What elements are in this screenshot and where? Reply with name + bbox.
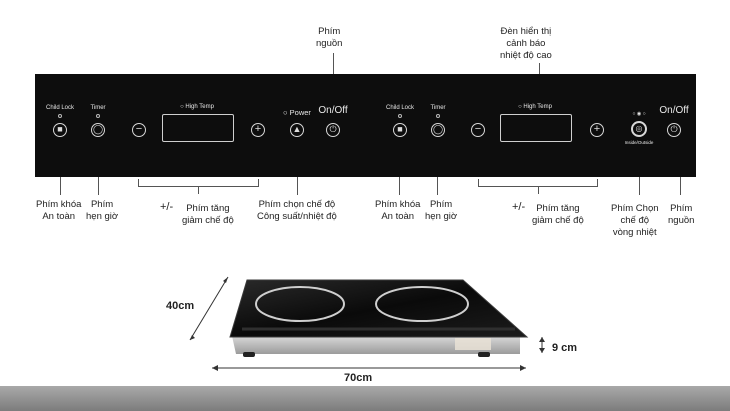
leader-line (60, 177, 61, 195)
high-temp-label: ○ High Temp (513, 104, 557, 110)
power-key-callout: Phím nguồn (668, 203, 695, 226)
child-lock-callout: Phím khóa An toàn (36, 199, 82, 222)
cooktop-illustration (189, 276, 545, 371)
bottom-band (0, 386, 730, 411)
arrow-head (539, 348, 545, 353)
timer-callout: Phím hẹn giờ (425, 199, 458, 222)
child-lock-led (58, 114, 62, 118)
ring-icon: ◎ (635, 124, 643, 133)
onoff-button[interactable]: ⏻ (667, 123, 681, 137)
steel-base (232, 336, 520, 354)
leader-line (538, 186, 539, 194)
zone-select-callout: Phím Chọn chế độ vòng nhiệt (611, 203, 659, 238)
lock-icon: ■ (397, 124, 403, 134)
bracket (597, 179, 598, 187)
foot (243, 352, 255, 357)
leader-line (680, 177, 681, 195)
depth-label: 40cm (166, 300, 195, 312)
control-panel: Child Lock ■ Timer ◯ − ○ High Temp + ○ P… (35, 74, 696, 177)
power-mode-led: ○ (283, 108, 290, 117)
plus-icon: + (254, 123, 262, 135)
leader-line (297, 177, 298, 195)
arrow-head (520, 365, 526, 371)
power-mode-button[interactable]: ▲ (290, 123, 304, 137)
burner-ring-right (375, 286, 469, 322)
leader-line (399, 177, 400, 195)
power-mode-label: ○ Power (279, 108, 315, 117)
high-temp-text: High Temp (185, 104, 214, 110)
onoff-button[interactable]: ⏻ (326, 123, 340, 137)
bracket (138, 179, 139, 187)
bracket (478, 179, 479, 187)
timer-callout: Phím hẹn giờ (86, 199, 119, 222)
flame-icon: ▲ (292, 124, 302, 134)
timer-button[interactable]: ◯ (431, 123, 445, 137)
plus-icon: + (593, 123, 601, 135)
arrow-head (190, 335, 195, 340)
plus-minus-sign: +/- (512, 201, 526, 213)
power-mode-text: Power (289, 108, 311, 117)
leader-line (639, 177, 640, 195)
high-temp-label: ○ High Temp (175, 104, 219, 110)
leader-line (198, 186, 199, 194)
child-lock-button[interactable]: ■ (53, 123, 67, 137)
display-window (162, 114, 234, 142)
plus-minus-sign: +/- (160, 201, 174, 213)
onoff-label: On/Off (659, 105, 689, 116)
inside-outside-label: Inside/Outside (624, 140, 654, 145)
onoff-label: On/Off (318, 105, 348, 116)
leader-line (98, 177, 99, 195)
plus-minus-callout: Phím tăng giảm chế độ (182, 203, 234, 226)
high-temp-led: ○ (518, 104, 524, 110)
leader-line (437, 177, 438, 195)
height-label: 9 cm (552, 342, 578, 354)
minus-button[interactable]: − (471, 123, 485, 137)
child-lock-label: Child Lock (385, 105, 414, 111)
power-key-callout-top: Phím nguồn (316, 26, 343, 49)
depth-arrow (189, 276, 229, 341)
arrow-head (539, 337, 545, 342)
leader-line (333, 53, 334, 74)
burner-ring-left (255, 286, 345, 322)
lock-icon: ■ (57, 124, 63, 134)
mode-select-callout: Phím chọn chế độ Công suất/nhiệt độ (257, 199, 337, 222)
sticker (455, 338, 491, 350)
arrow-head (212, 365, 218, 371)
child-lock-button[interactable]: ■ (393, 123, 407, 137)
power-icon: ⏻ (670, 124, 678, 134)
minus-icon: − (135, 123, 143, 135)
power-icon: ⏻ (329, 124, 337, 134)
arrow-head (223, 277, 228, 283)
leader-line (539, 63, 540, 74)
high-temp-led: ○ (180, 104, 186, 110)
child-lock-led (398, 114, 402, 118)
high-temp-text: High Temp (523, 104, 552, 110)
timer-led (96, 114, 100, 118)
child-lock-label: Child Lock (45, 105, 74, 111)
timer-label: Timer (430, 105, 446, 111)
minus-icon: − (474, 123, 482, 135)
clock-icon: ◯ (92, 124, 104, 134)
plus-button[interactable]: + (251, 123, 265, 137)
zone-select-button[interactable]: ◎ (631, 121, 647, 137)
timer-label: Timer (90, 105, 106, 111)
high-temp-warning-callout: Đèn hiển thị cảnh báo nhiệt độ cao (500, 26, 552, 61)
display-window (500, 114, 572, 142)
timer-button[interactable]: ◯ (91, 123, 105, 137)
child-lock-callout: Phím khóa An toàn (375, 199, 421, 222)
timer-led (436, 114, 440, 118)
plus-minus-callout: Phím tăng giảm chế độ (532, 203, 584, 226)
clock-icon: ◯ (432, 124, 444, 134)
minus-button[interactable]: − (132, 123, 146, 137)
plus-button[interactable]: + (590, 123, 604, 137)
width-label: 70cm (344, 372, 373, 384)
bracket (258, 179, 259, 187)
zone-leds: ○ ◉ ○ (632, 111, 646, 117)
foot (478, 352, 490, 357)
